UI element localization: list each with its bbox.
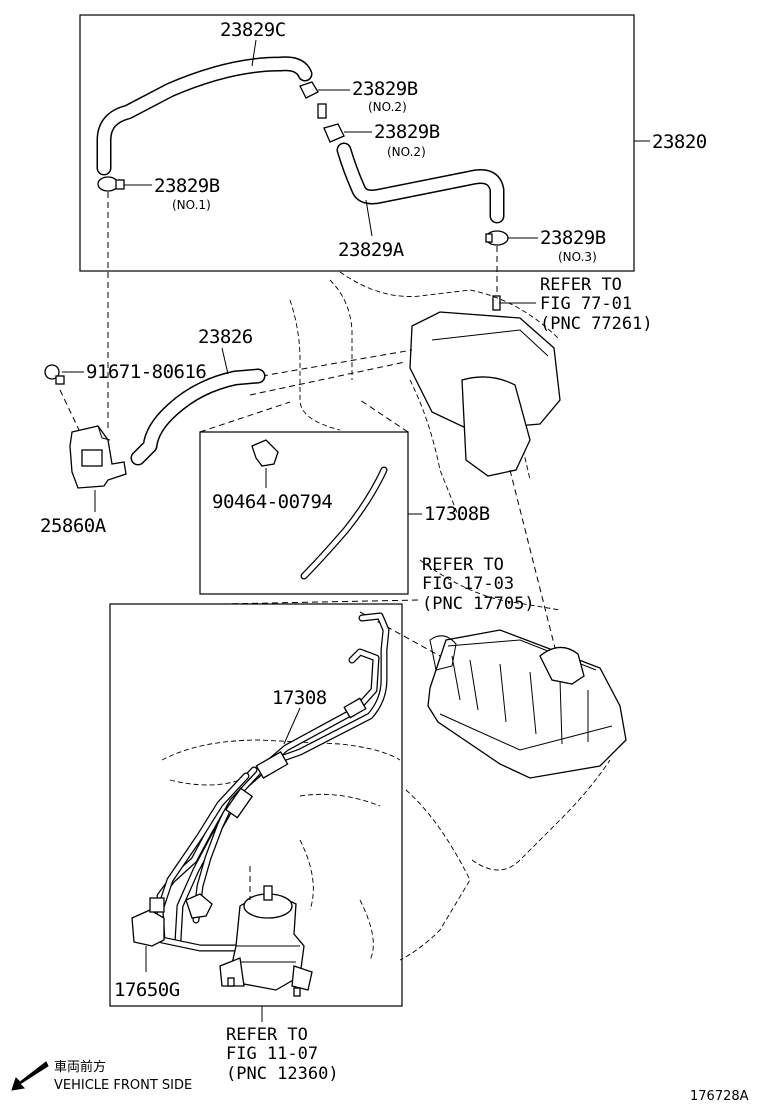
vehicle-front-en: VEHICLE FRONT SIDE [54, 1078, 192, 1093]
label-23820[interactable]: 23820 [652, 131, 707, 153]
label-23829B-no2-lower[interactable]: 23829B [374, 121, 440, 143]
group-box-23820 [79, 14, 635, 272]
label-90464-00794[interactable]: 90464-00794 [212, 491, 333, 513]
hose-23826[interactable] [130, 368, 266, 466]
reference-fig-17-03[interactable]: REFER TO FIG 17-03 (PNC 17705) [422, 555, 535, 614]
engine-lower-outline [161, 739, 611, 961]
clamp-23829B-no2-lower[interactable] [323, 123, 345, 143]
air-cleaner-housing [427, 629, 627, 779]
label-23829C[interactable]: 23829C [220, 19, 286, 41]
sublabel-no2-upper: (NO.2) [368, 100, 407, 114]
svg-text:FIG 17-03: FIG 17-03 [422, 574, 514, 594]
clip-90464-00794[interactable] [251, 439, 279, 467]
label-17650G[interactable]: 17650G [114, 979, 180, 1001]
svg-text:(PNC 77261): (PNC 77261) [540, 314, 653, 334]
reference-fig-77-01[interactable]: REFER TO FIG 77-01 (PNC 77261) [540, 275, 653, 334]
label-91671-80616[interactable]: 91671-80616 [86, 361, 207, 383]
svg-text:REFER TO: REFER TO [226, 1025, 308, 1045]
hose-17308B[interactable] [300, 466, 388, 580]
vehicle-front-jp: 車両前方 [54, 1059, 106, 1075]
svg-text:REFER TO: REFER TO [422, 555, 504, 575]
reference-fig-11-07[interactable]: REFER TO FIG 11-07 (PNC 12360) [226, 1025, 339, 1084]
valve-25860A[interactable] [69, 425, 127, 489]
air-intake-housing [409, 311, 561, 477]
svg-text:FIG 77-01: FIG 77-01 [540, 294, 632, 314]
label-23829A[interactable]: 23829A [338, 239, 405, 261]
sublabel-no3: (NO.3) [558, 250, 597, 264]
bolt-91671-80616[interactable] [44, 364, 65, 385]
sublabel-no2-lower: (NO.2) [387, 145, 426, 159]
clamp-23829B-no1[interactable] [97, 176, 125, 192]
svg-text:REFER TO: REFER TO [540, 275, 622, 295]
sublabel-no1: (NO.1) [172, 198, 211, 212]
label-23829B-no3[interactable]: 23829B [540, 227, 606, 249]
hose-23829A[interactable] [336, 142, 505, 224]
svg-text:(PNC 17705): (PNC 17705) [422, 594, 535, 614]
label-17308B[interactable]: 17308B [424, 503, 490, 525]
label-23826[interactable]: 23826 [198, 326, 253, 348]
svg-text:FIG 11-07: FIG 11-07 [226, 1044, 318, 1064]
vehicle-front-arrow-icon [11, 1061, 49, 1091]
valve-17650G[interactable] [131, 893, 213, 947]
label-25860A[interactable]: 25860A [40, 515, 107, 537]
hose-23829C[interactable] [96, 56, 313, 176]
clamp-23829B-no2-upper[interactable] [299, 81, 327, 119]
engine-mount [219, 885, 313, 997]
label-23829B-no1[interactable]: 23829B [154, 175, 220, 197]
diagram-id: 176728A [690, 1089, 749, 1104]
clamp-23829B-no3[interactable] [485, 230, 509, 246]
svg-text:(PNC 12360): (PNC 12360) [226, 1064, 339, 1084]
group-box-17308B [199, 431, 409, 595]
hose-assembly-17308[interactable] [156, 612, 390, 952]
label-17308[interactable]: 17308 [272, 687, 327, 709]
group-box-17308 [109, 603, 403, 1007]
label-23829B-no2-upper[interactable]: 23829B [352, 78, 418, 100]
